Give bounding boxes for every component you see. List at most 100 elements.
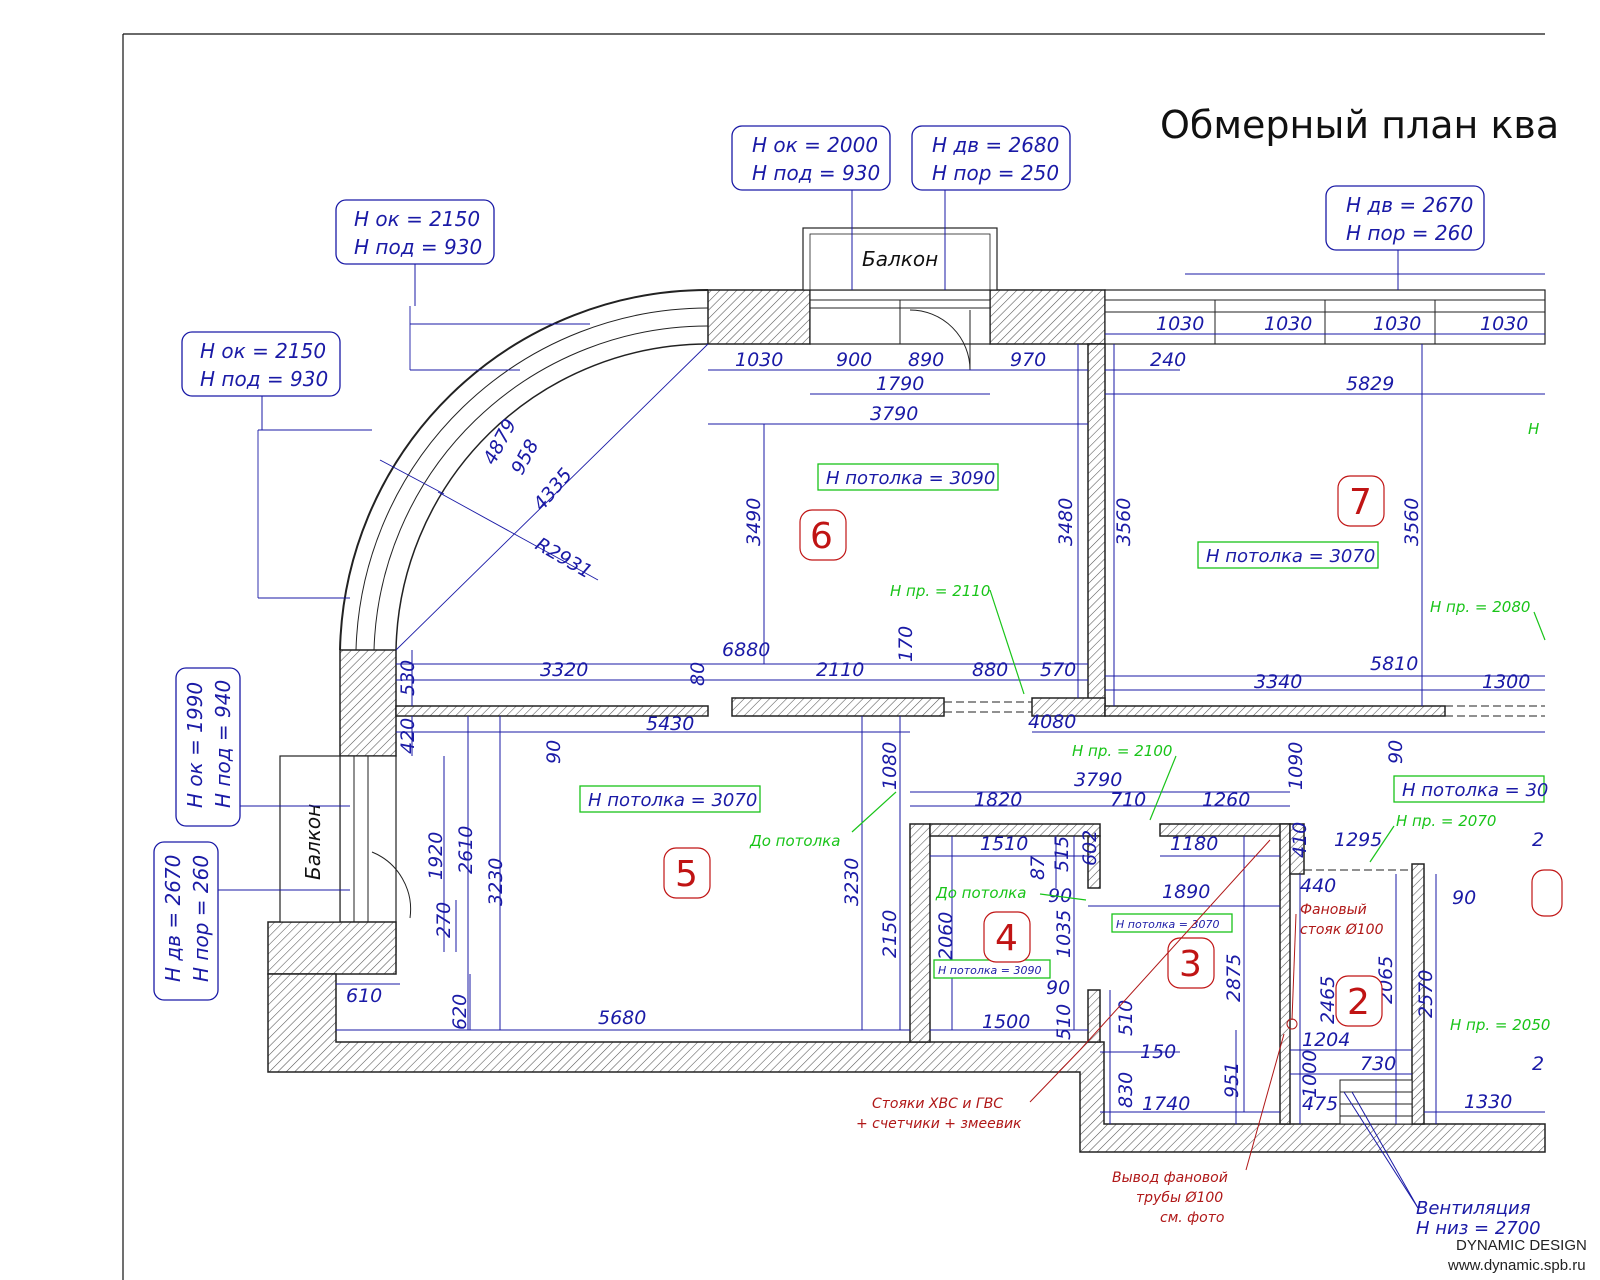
- callout-ok2000-line2: H под = 930: [752, 161, 880, 185]
- callout-dv2680-line2: H пор = 250: [932, 161, 1059, 185]
- note-risers-2: + счетчики + змеевик: [856, 1116, 1022, 1132]
- dim-2-edge: 2: [1532, 829, 1544, 851]
- dim-3790: 3790: [1074, 769, 1122, 791]
- room-numbers: 6 7 5 4 3 2: [663, 475, 1563, 1027]
- dim-2875: 2875: [1223, 954, 1245, 1002]
- dim-1920: 1920: [425, 832, 447, 880]
- dim-602: 602: [1079, 830, 1101, 866]
- arc-radials: [257, 306, 709, 651]
- dim-3490: 3490: [743, 498, 765, 546]
- watermark-brand: DYNAMIC DESIGN: [1456, 1237, 1587, 1254]
- dim-4335: 4335: [529, 464, 577, 515]
- callout-dv2680-line1: H дв = 2680: [932, 133, 1059, 157]
- dim-1300: 1300: [1482, 671, 1530, 693]
- note-fan-pipe-2: трубы Ø100: [1136, 1190, 1223, 1206]
- room-number-7: 7: [1349, 482, 1372, 523]
- callout-ok2150a-line1: H ок = 2150: [354, 207, 480, 231]
- note-do-potolka: До потолка: [749, 832, 840, 850]
- dim-90: 90: [1452, 887, 1476, 909]
- ceiling-room-6: H потолка = 3090: [826, 468, 995, 489]
- vent-note-2: H низ = 2700: [1416, 1218, 1541, 1239]
- dim-1030: 1030: [735, 349, 783, 371]
- callout-ok2150b-line2: H под = 930: [200, 367, 328, 391]
- door-swings: [371, 309, 971, 919]
- dim-2465: 2465: [1317, 976, 1339, 1024]
- dim-1890: 1890: [1162, 881, 1210, 903]
- dim-150: 150: [1140, 1041, 1176, 1063]
- opening-h-edge: H: [1528, 420, 1539, 438]
- dim-90: 90: [1048, 885, 1072, 907]
- dim-3480: 3480: [1055, 498, 1077, 546]
- dim-2060: 2060: [935, 912, 957, 960]
- dim-170: 170: [895, 626, 917, 662]
- room-number-6: 6: [810, 516, 833, 557]
- dim-410: 410: [1289, 822, 1311, 858]
- dim-2610: 2610: [455, 826, 477, 874]
- dim-475: 475: [1302, 1093, 1338, 1115]
- dim-3230: 3230: [485, 858, 507, 906]
- dim-420: 420: [397, 718, 419, 754]
- balcony-top: Балкон: [802, 227, 998, 291]
- dim-1790: 1790: [876, 373, 924, 395]
- dim-5680: 5680: [598, 1007, 646, 1029]
- dim-5430: 5430: [646, 713, 694, 735]
- dim-3320: 3320: [540, 659, 588, 681]
- ceiling-room-3: H потолка = 3070: [1116, 918, 1219, 931]
- note-fan-riser-2: стояк Ø100: [1300, 922, 1384, 938]
- dim-1260: 1260: [1202, 789, 1250, 811]
- dim-90: 90: [1046, 977, 1070, 999]
- dim-530: 530: [397, 660, 419, 696]
- dim-1000: 1000: [1299, 1050, 1321, 1098]
- dim-730: 730: [1360, 1053, 1396, 1075]
- dim-87: 87: [1027, 856, 1049, 880]
- dimensions: 1030 900 890 970 1790 3790 1030 1030 103…: [346, 313, 1544, 1115]
- dim-5810: 5810: [1370, 653, 1418, 675]
- dim-4080: 4080: [1028, 711, 1076, 733]
- dim-1035: 1035: [1053, 910, 1075, 958]
- ceiling-room-4: H потолка = 3090: [938, 964, 1041, 977]
- callout-ok2000-line1: H ок = 2000: [752, 133, 878, 157]
- opening-2070: H пр. = 2070: [1396, 812, 1496, 830]
- callout-dv2670-left-line1: H дв = 2670: [161, 855, 185, 982]
- dim-80: 80: [687, 662, 709, 686]
- dim-2150: 2150: [879, 910, 901, 958]
- dim-90: 90: [543, 740, 565, 764]
- balcony-label-left: Балкон: [301, 804, 325, 880]
- dim-2-edge: 2: [1532, 1053, 1544, 1075]
- dim-1180: 1180: [1170, 833, 1218, 855]
- room-number-3: 3: [1179, 944, 1202, 985]
- dim-1030: 1030: [1373, 313, 1421, 335]
- vent-note-1: Вентиляция: [1416, 1198, 1531, 1219]
- room-number-2: 2: [1347, 982, 1370, 1023]
- note-risers-1: Стояки ХВС и ГВС: [872, 1096, 1003, 1112]
- dim-515: 515: [1051, 836, 1073, 872]
- opening-2080: H пр. = 2080: [1430, 598, 1530, 616]
- dim-900: 900: [836, 349, 872, 371]
- balcony-label-top: Балкон: [862, 247, 938, 271]
- note-fan-pipe-1: Вывод фановой: [1112, 1170, 1228, 1186]
- dim-1295: 1295: [1334, 829, 1382, 851]
- dim-2570: 2570: [1415, 970, 1437, 1018]
- dim-710: 710: [1110, 789, 1146, 811]
- room-number-5: 5: [675, 854, 698, 895]
- dim-830: 830: [1115, 1072, 1137, 1108]
- dim-1500: 1500: [982, 1011, 1030, 1033]
- dim-440: 440: [1300, 875, 1336, 897]
- dim-951: 951: [1221, 1062, 1243, 1098]
- dim-1204: 1204: [1302, 1029, 1350, 1051]
- ventilation-note: Вентиляция H низ = 2700: [1343, 1091, 1541, 1239]
- ceiling-room-2: H потолка = 30: [1402, 780, 1548, 801]
- ceiling-labels: H потолка = 3090 H потолка = 3070 H пото…: [579, 463, 1548, 979]
- dim-1030: 1030: [1156, 313, 1204, 335]
- callout-ok2150a-line2: H под = 930: [354, 235, 482, 259]
- dim-radius: R2931: [532, 533, 596, 583]
- note-fan-pipe-3: см. фото: [1160, 1210, 1224, 1226]
- dim-6880: 6880: [722, 639, 770, 661]
- opening-2110: H пр. = 2110: [890, 582, 990, 600]
- callout-ok1990-line1: H ок = 1990: [183, 682, 207, 808]
- dim-970: 970: [1010, 349, 1046, 371]
- plan-title: Обмерный план ква: [1160, 103, 1559, 147]
- dim-1740: 1740: [1142, 1093, 1190, 1115]
- dim-90: 90: [1385, 740, 1407, 764]
